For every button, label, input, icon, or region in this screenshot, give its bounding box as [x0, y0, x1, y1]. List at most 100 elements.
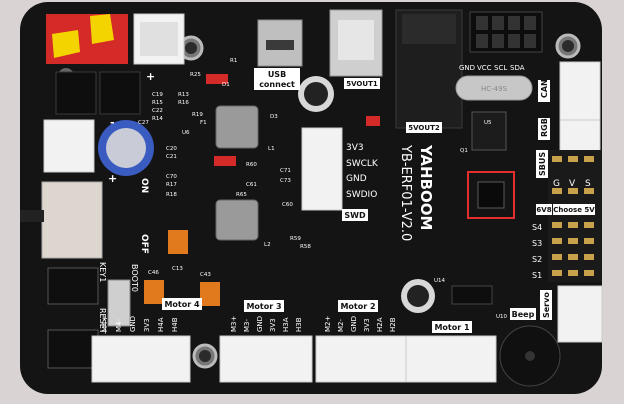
svg-text:S3: S3	[532, 239, 542, 248]
svg-text:U10: U10	[496, 314, 508, 320]
motor3-connector[interactable]	[219, 335, 313, 383]
svg-text:U14: U14	[434, 278, 446, 284]
svg-text:C60: C60	[282, 202, 293, 208]
motor1-label: Motor 1	[432, 321, 472, 333]
svg-text:C71: C71	[280, 168, 291, 174]
svg-text:H3B: H3B	[295, 317, 303, 332]
svg-text:GND: GND	[350, 316, 358, 332]
power-switch[interactable]	[46, 14, 128, 64]
svg-text:Choose 5V: Choose 5V	[553, 206, 595, 214]
can-label: CAN	[538, 79, 550, 102]
svg-text:connect: connect	[259, 80, 295, 89]
svg-text:C20: C20	[166, 146, 177, 152]
svg-text:G: G	[553, 179, 560, 189]
svg-text:Motor 2: Motor 2	[340, 302, 375, 311]
svg-text:Beep: Beep	[512, 310, 535, 319]
swd-connector[interactable]	[301, 127, 343, 211]
motor4-pin-labels: M4+ M4- GND 3V3 H4A H4B	[101, 316, 179, 332]
can-connector[interactable]	[559, 61, 601, 121]
servo-label: Servo	[540, 290, 552, 320]
svg-text:M2+: M2+	[324, 316, 332, 332]
reset-button[interactable]	[47, 329, 99, 369]
svg-text:C70: C70	[166, 174, 177, 180]
rgb-label: RGB	[538, 118, 550, 140]
svg-text:R13: R13	[178, 92, 189, 98]
svg-text:GND: GND	[459, 64, 475, 72]
electrolytic-capacitor-small-bottom	[401, 279, 435, 313]
svg-text:M3-: M3-	[243, 319, 251, 332]
svg-text:SCL: SCL	[494, 64, 507, 72]
boot0-switch[interactable]	[107, 279, 131, 327]
battery-connector-side[interactable]	[43, 119, 95, 173]
key1-label: KEY1	[98, 262, 107, 282]
svg-text:3V3: 3V3	[363, 318, 371, 332]
crystal-label: HC-49S	[481, 85, 508, 93]
sbus-label: SBUS	[536, 150, 548, 178]
motor4-label: Motor 4	[162, 298, 202, 310]
svg-text:Motor 1: Motor 1	[434, 323, 470, 332]
svg-text:USB: USB	[268, 70, 286, 79]
svg-text:SWDIO: SWDIO	[346, 190, 377, 200]
svg-text:3V3: 3V3	[143, 318, 151, 332]
tantalum-cap-1	[168, 230, 188, 254]
svg-text:R14: R14	[152, 116, 163, 122]
svg-text:R25: R25	[190, 72, 201, 78]
svg-text:3V3: 3V3	[269, 318, 277, 332]
svg-text:Motor 4: Motor 4	[164, 300, 200, 309]
svg-text:SDA: SDA	[510, 64, 525, 72]
servo-connector[interactable]	[557, 285, 603, 343]
buzzer	[499, 325, 561, 387]
svg-text:R1: R1	[230, 58, 237, 64]
motor2-pin-labels: M2+ M2- GND 3V3 H2A H2B	[324, 316, 397, 332]
svg-text:V: V	[569, 179, 576, 189]
svg-text:S1: S1	[532, 271, 542, 280]
slide-switch[interactable]	[20, 181, 103, 259]
voltage-regulator	[471, 111, 507, 151]
mcu-chip	[467, 171, 515, 219]
svg-text:F1: F1	[200, 120, 207, 126]
plus-label-top: +	[146, 70, 155, 83]
motor1-connector[interactable]	[405, 335, 497, 383]
svg-text:R65: R65	[236, 192, 247, 198]
svg-text:C22: C22	[152, 108, 163, 114]
svg-text:M2-: M2-	[337, 319, 345, 332]
servo-pin-header[interactable]	[548, 150, 602, 282]
svg-text:U6: U6	[182, 130, 190, 136]
svg-text:SBUS: SBUS	[538, 152, 547, 176]
tantalum-cap-3	[200, 282, 220, 306]
svg-text:C43: C43	[200, 272, 211, 278]
motor-driver-ic	[451, 285, 493, 305]
model-text: YB-ERF01-V2.0	[398, 144, 413, 241]
motor2-connector[interactable]	[315, 335, 407, 383]
svg-text:R18: R18	[166, 192, 177, 198]
svg-text:GND: GND	[256, 316, 264, 332]
minus-label-side: -	[110, 116, 115, 129]
svg-text:R19: R19	[192, 112, 203, 118]
reference-designators: C19 R15 C22 R14 R19 R13 R16 C27 U6 C20 C…	[138, 58, 508, 320]
svg-text:3V3: 3V3	[346, 143, 364, 153]
i2c-header[interactable]	[469, 11, 543, 53]
svg-text:C61: C61	[246, 182, 257, 188]
electrolytic-capacitor-small-top	[298, 76, 334, 112]
svg-text:GND: GND	[129, 316, 137, 332]
usb-connect-label: USB connect	[254, 68, 300, 90]
svg-text:C13: C13	[172, 266, 183, 272]
gvs-labels: G V S	[553, 179, 591, 189]
svg-text:R60: R60	[246, 162, 257, 168]
motor3-pin-labels: M3+ M3- GND 3V3 H3A H3B	[230, 316, 303, 332]
svg-text:Q1: Q1	[460, 148, 468, 154]
motor3-label: Motor 3	[244, 300, 284, 312]
motor4-connector[interactable]	[91, 335, 191, 383]
svg-text:C73: C73	[280, 178, 291, 184]
top-header-labels: GND VCC SCL SDA	[459, 64, 525, 72]
svg-text:M4+: M4+	[101, 316, 109, 332]
svg-text:H3A: H3A	[282, 317, 290, 332]
svg-text:C46: C46	[148, 270, 159, 276]
key1-button[interactable]	[47, 267, 99, 305]
svg-text:H2A: H2A	[376, 317, 384, 332]
mounting-hole-top-right	[555, 33, 581, 59]
5vout1-label: 5VOUT1	[344, 78, 380, 89]
5vout2-label: 5VOUT2	[406, 122, 442, 133]
svg-text:5VOUT1: 5VOUT1	[346, 80, 378, 88]
svg-text:L1: L1	[268, 146, 275, 152]
